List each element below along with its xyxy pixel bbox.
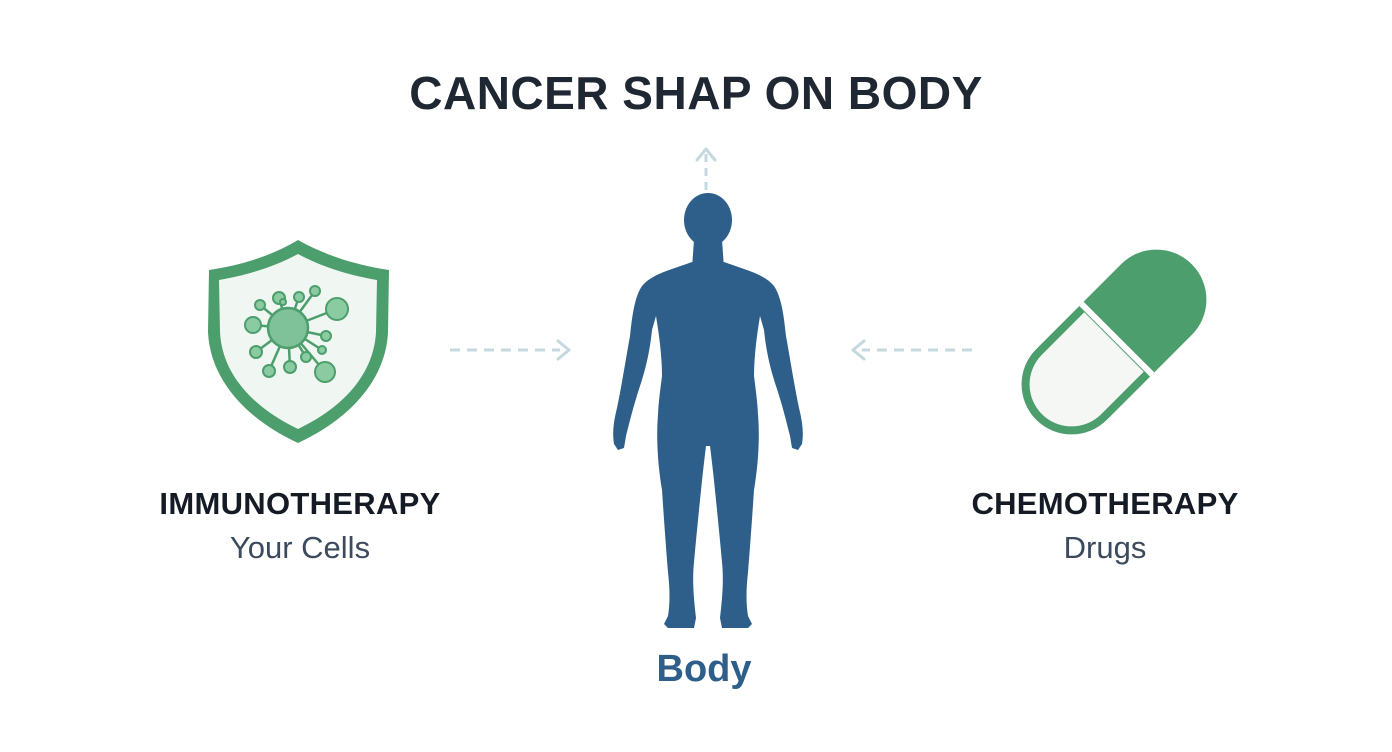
capsule-pill-icon — [1021, 249, 1207, 435]
body-label: Body — [656, 648, 752, 690]
chemotherapy-label: CHEMOTHERAPY — [971, 486, 1239, 521]
human-body-icon — [613, 193, 803, 628]
chemotherapy-sublabel: Drugs — [1063, 530, 1147, 565]
immunotherapy-sublabel: Your Cells — [229, 530, 371, 565]
immunotherapy-label: IMMUNOTHERAPY — [159, 486, 441, 521]
diagram-title: CANCER SHAP ON BODY — [409, 67, 983, 119]
right-to-body-arrow — [851, 339, 972, 361]
up-arrow — [695, 147, 717, 190]
shield-with-cells-icon — [208, 240, 389, 443]
left-to-body-arrow — [450, 339, 571, 361]
